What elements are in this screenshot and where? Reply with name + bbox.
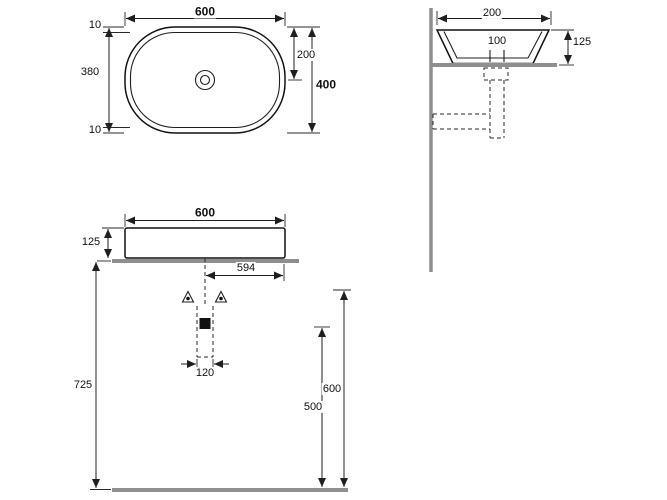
supply-symbol-right [214,290,228,303]
plan-depth-label: 400 [314,77,338,92]
basin-outer-rim [124,26,286,134]
side-height-label: 125 [571,35,593,49]
basin-front [124,227,286,259]
basin-profile-inner [443,31,543,59]
supply-symbol-right-dot [219,296,223,301]
front-body-width-label: 594 [235,261,257,275]
side-view [429,8,574,272]
front-width-label: 600 [193,205,217,220]
plan-rim-bottom-label: 10 [87,123,103,137]
mount-height-label: 725 [72,378,94,392]
plan-view [103,12,320,134]
front-drain-width-label: 120 [194,366,216,380]
drain-symbol [199,318,211,329]
supply-height-label: 600 [321,382,343,396]
plumbing-hidden-lines [432,67,509,139]
basin-inner-rim [129,31,281,129]
drain-outer-circle [194,69,216,91]
front-height-label: 125 [80,235,102,249]
plan-width-label: 600 [193,4,217,19]
drain-inner-circle [199,74,211,86]
front-view [90,214,351,492]
side-depth-label: 200 [481,6,503,20]
side-drain-width-label: 100 [486,34,508,48]
supply-symbol-left-dot [186,296,190,301]
supply-symbol-left [181,290,195,303]
plan-center-offset-label: 200 [295,48,317,62]
plan-rim-top-label: 10 [87,18,103,32]
drain-height-label: 500 [302,400,324,414]
plan-basin-depth-label: 380 [79,65,101,79]
